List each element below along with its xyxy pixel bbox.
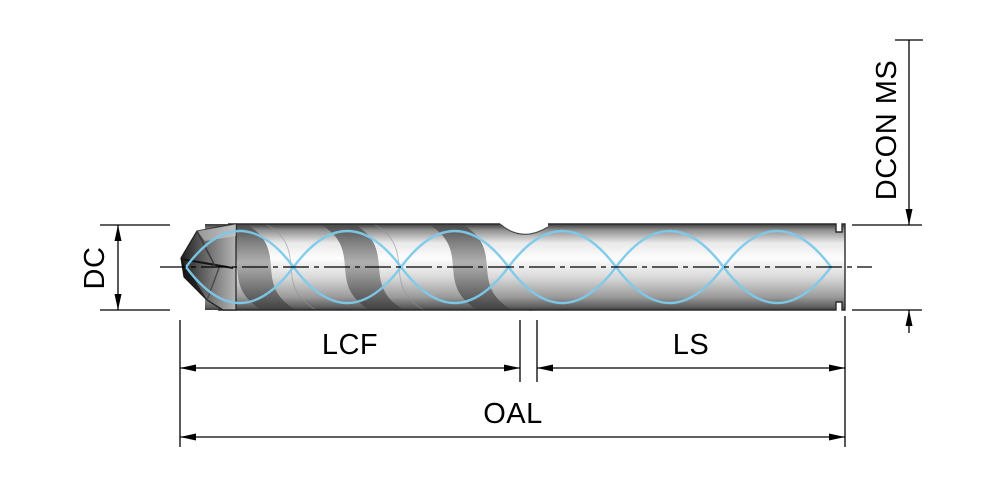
arrowhead-left — [180, 364, 196, 372]
tip-facet-highlight — [197, 224, 236, 241]
arrowhead-left — [180, 433, 196, 441]
oal-label: OAL — [483, 398, 543, 430]
lcf-label: LCF — [322, 329, 378, 361]
ls-label: LS — [673, 329, 709, 361]
dcon-ms-label: DCON MS — [871, 60, 903, 200]
oal-dimension: OAL — [180, 398, 845, 441]
arrowhead-up — [114, 225, 122, 241]
arrowhead-right — [504, 364, 520, 372]
arrowhead-right — [829, 433, 845, 441]
arrowhead-right — [829, 364, 845, 372]
arrowhead-down — [114, 294, 122, 310]
drill-bit — [160, 222, 872, 311]
arrowhead-down — [905, 209, 913, 225]
tip-facet-line — [206, 267, 220, 301]
runout-edge — [499, 223, 549, 235]
ls-dimension: LS — [536, 316, 846, 447]
arrowhead-up — [905, 310, 913, 326]
dc-label: DC — [79, 247, 111, 290]
tip-facet-line — [196, 230, 216, 267]
flute-runout — [499, 222, 549, 235]
shank-outline — [530, 223, 846, 311]
arrowhead-left — [537, 364, 553, 372]
lcf-dimension: LCF — [179, 320, 521, 447]
dc-dimension: DC — [79, 224, 170, 311]
dcon-ms-dimension: DCON MS — [852, 39, 923, 333]
